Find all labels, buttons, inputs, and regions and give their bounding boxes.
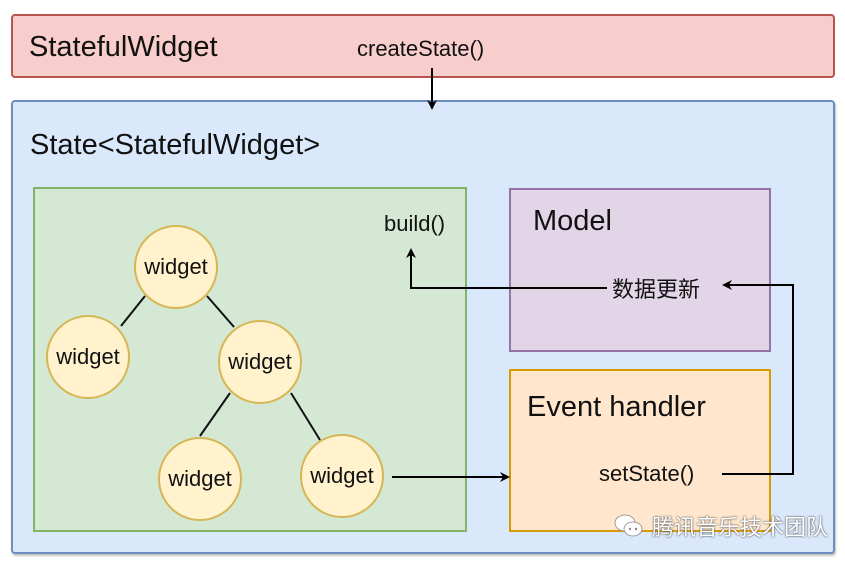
wechat-icon xyxy=(614,514,644,538)
stateful-widget-title: StatefulWidget xyxy=(29,31,218,63)
model-title: Model xyxy=(533,205,612,237)
widget-node-label: widget xyxy=(228,349,292,374)
widget-node-label: widget xyxy=(168,466,232,491)
widget-node-root: widget xyxy=(134,225,218,309)
widget-node-label: widget xyxy=(310,463,374,488)
build-label: build() xyxy=(384,211,446,236)
widget-node-right-right: widget xyxy=(300,434,384,518)
stateful-widget-box: StatefulWidget createState() xyxy=(11,14,835,78)
widget-node-label: widget xyxy=(144,254,208,279)
watermark-text: 腾讯音乐技术团队 xyxy=(652,515,829,540)
widget-node-left: widget xyxy=(46,315,130,399)
data-update-label: 数据更新 xyxy=(612,277,701,302)
event-handler-title: Event handler xyxy=(527,391,706,423)
create-state-label: createState() xyxy=(357,36,485,61)
widget-node-right-left: widget xyxy=(158,437,242,521)
watermark: 腾讯音乐技术团队 xyxy=(614,510,828,542)
set-state-label: setState() xyxy=(599,461,695,486)
model-box: Model 数据更新 xyxy=(509,188,771,352)
widget-node-label: widget xyxy=(56,344,120,369)
event-handler-box: Event handler setState() xyxy=(509,369,771,532)
widget-node-right: widget xyxy=(218,320,302,404)
state-title: State<StatefulWidget> xyxy=(30,129,321,161)
